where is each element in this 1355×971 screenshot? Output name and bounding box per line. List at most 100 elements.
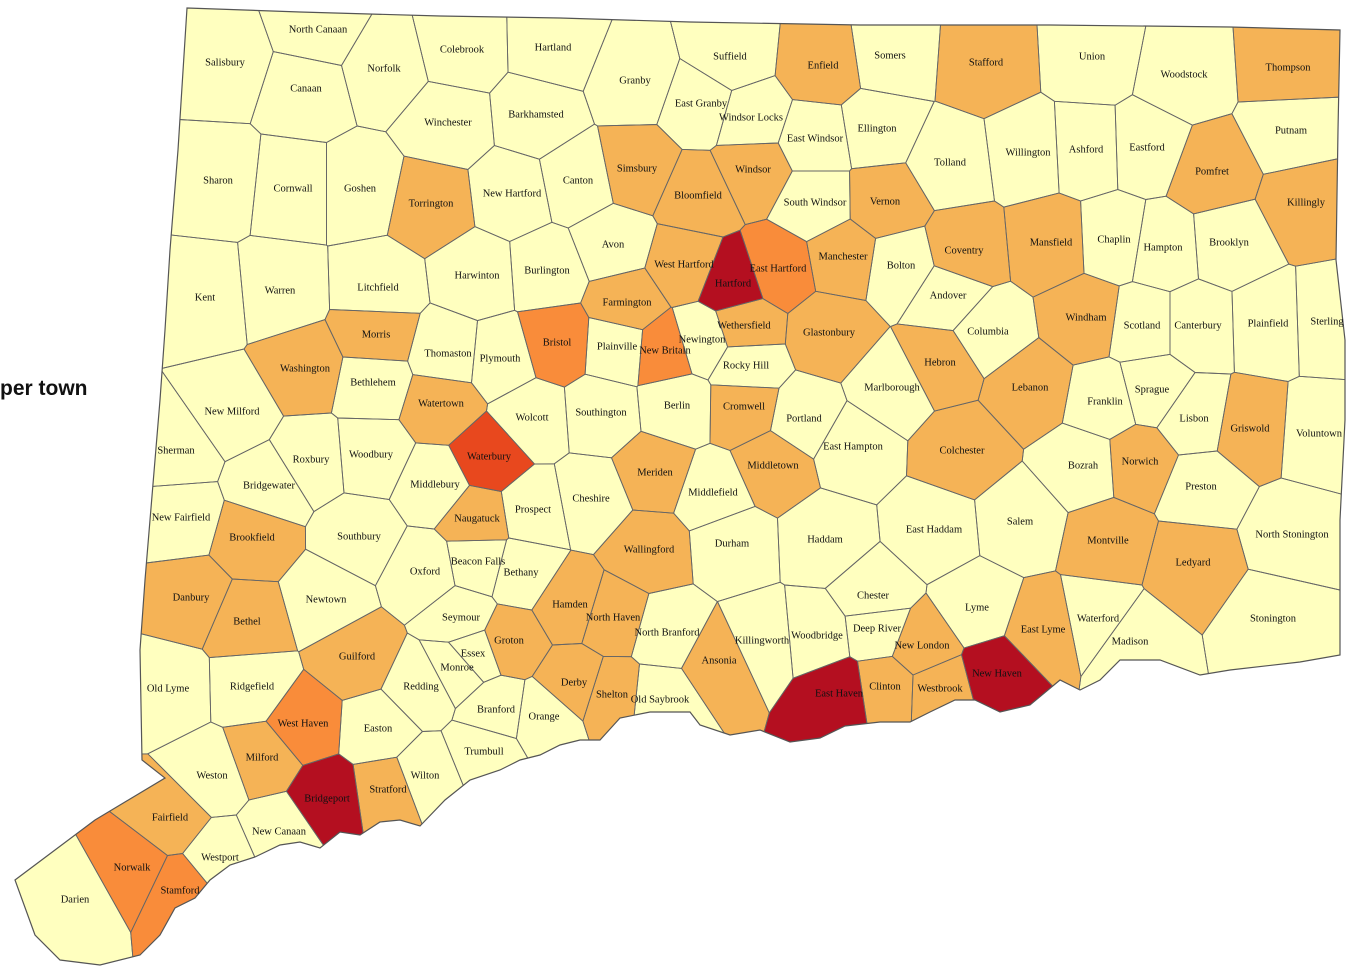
town-label-sterling: Sterling	[1310, 316, 1344, 327]
town-label-east-granby: East Granby	[675, 98, 728, 109]
town-region-vernon	[849, 162, 935, 239]
town-region-hampton	[1132, 196, 1199, 292]
town-label-hartford: Hartford	[715, 278, 752, 289]
town-label-plainfield: Plainfield	[1248, 318, 1290, 329]
town-label-portland: Portland	[786, 413, 822, 424]
town-label-putnam: Putnam	[1275, 125, 1307, 136]
town-region-marlborough	[840, 326, 935, 441]
town-label-new-fairfield: New Fairfield	[152, 512, 211, 523]
town-region-woodbury	[337, 418, 416, 500]
town-region-thompson	[1231, 8, 1345, 102]
town-label-east-haddam: East Haddam	[906, 524, 962, 535]
town-label-wallingford: Wallingford	[624, 544, 675, 555]
town-label-lyme: Lyme	[965, 602, 989, 613]
town-label-montville: Montville	[1087, 535, 1129, 546]
town-region-scotland	[1109, 281, 1170, 363]
town-region-deep-river	[845, 608, 911, 662]
town-label-bloomfield: Bloomfield	[674, 190, 723, 201]
town-region-new-haven	[961, 635, 1139, 965]
town-region-norfolk	[341, 8, 429, 132]
town-region-morris	[325, 309, 421, 362]
town-label-eastford: Eastford	[1129, 142, 1165, 153]
town-label-monroe: Monroe	[440, 662, 474, 673]
town-label-groton: Groton	[494, 635, 524, 646]
town-region-wethersfield	[715, 298, 788, 347]
town-label-cornwall: Cornwall	[273, 183, 312, 194]
town-label-derby: Derby	[561, 677, 588, 688]
town-label-hampton: Hampton	[1143, 242, 1183, 253]
town-label-wolcott: Wolcott	[516, 412, 549, 423]
town-region-plymouth	[471, 310, 536, 404]
town-region-woodbridge	[784, 585, 850, 679]
town-region-pomfret	[1166, 113, 1264, 214]
town-region-bristol	[517, 303, 589, 388]
town-label-east-hartford: East Hartford	[750, 263, 808, 274]
town-region-lisbon	[1156, 372, 1231, 455]
town-label-killingly: Killingly	[1287, 197, 1326, 208]
town-label-colebrook: Colebrook	[440, 44, 485, 55]
town-region-east-granby	[656, 58, 732, 151]
town-border-stamford	[130, 853, 281, 965]
town-label-south-windsor: South Windsor	[784, 197, 847, 208]
town-label-seymour: Seymour	[442, 612, 480, 623]
town-region-tolland	[905, 101, 995, 211]
town-label-chaplin: Chaplin	[1097, 234, 1131, 245]
town-label-clinton: Clinton	[869, 681, 901, 692]
town-label-woodbridge: Woodbridge	[791, 630, 843, 641]
town-label-old-lyme: Old Lyme	[147, 683, 190, 694]
town-region-torrington	[387, 156, 475, 259]
town-region-middlebury	[389, 442, 470, 529]
town-region-chaplin	[1080, 189, 1146, 286]
town-label-east-lyme: East Lyme	[1021, 624, 1066, 635]
town-label-franklin: Franklin	[1087, 396, 1123, 407]
town-region-redding	[381, 633, 456, 732]
town-region-eastford	[1115, 94, 1193, 200]
town-label-hebron: Hebron	[924, 357, 956, 368]
town-region-clinton	[857, 656, 913, 958]
town-region-cornwall	[250, 134, 327, 246]
town-border-thompson	[1230, 8, 1345, 103]
town-label-bethel: Bethel	[233, 616, 260, 627]
town-label-weston: Weston	[196, 770, 228, 781]
town-label-enfield: Enfield	[808, 60, 840, 71]
town-label-burlington: Burlington	[524, 265, 570, 276]
town-region-putnam	[1231, 96, 1345, 175]
town-label-union: Union	[1079, 51, 1106, 62]
town-region-east-windsor	[778, 99, 852, 171]
town-label-somers: Somers	[874, 50, 906, 61]
town-label-woodstock: Woodstock	[1161, 69, 1209, 80]
town-label-new-london: New London	[894, 640, 950, 651]
town-region-groton	[484, 603, 553, 680]
town-region-lyme	[926, 555, 1024, 648]
town-label-fairfield: Fairfield	[152, 812, 189, 823]
town-region-weston	[147, 722, 249, 818]
town-label-windsor-locks: Windsor Locks	[719, 112, 783, 123]
town-region-waterbury	[448, 411, 535, 492]
town-region-norwich	[1109, 424, 1179, 514]
town-label-middlefield: Middlefield	[688, 487, 738, 498]
town-label-sherman: Sherman	[157, 445, 195, 456]
town-label-middlebury: Middlebury	[410, 479, 460, 490]
town-label-torrington: Torrington	[409, 198, 455, 209]
town-region-east-haddam	[876, 475, 980, 585]
town-region-windham	[1033, 273, 1120, 366]
town-label-lebanon: Lebanon	[1012, 382, 1049, 393]
town-region-preston	[1154, 451, 1260, 530]
town-region-litchfield	[327, 235, 430, 314]
town-border-madison	[1075, 587, 1257, 965]
town-region-harwinton	[424, 226, 515, 321]
town-label-middletown: Middletown	[747, 460, 799, 471]
town-label-easton: Easton	[364, 723, 393, 734]
town-region-trumbull	[441, 720, 645, 965]
town-label-mansfield: Mansfield	[1030, 237, 1073, 248]
town-label-roxbury: Roxbury	[293, 454, 331, 465]
town-label-new-hartford: New Hartford	[483, 188, 542, 199]
town-region-east-hartford	[740, 219, 816, 314]
town-region-plainville	[585, 317, 643, 387]
town-region-franklin	[1062, 356, 1136, 440]
town-label-stratford: Stratford	[369, 784, 407, 795]
town-label-new-milford: New Milford	[204, 406, 260, 417]
town-border-wilton	[396, 730, 540, 965]
town-label-milford: Milford	[246, 752, 279, 763]
